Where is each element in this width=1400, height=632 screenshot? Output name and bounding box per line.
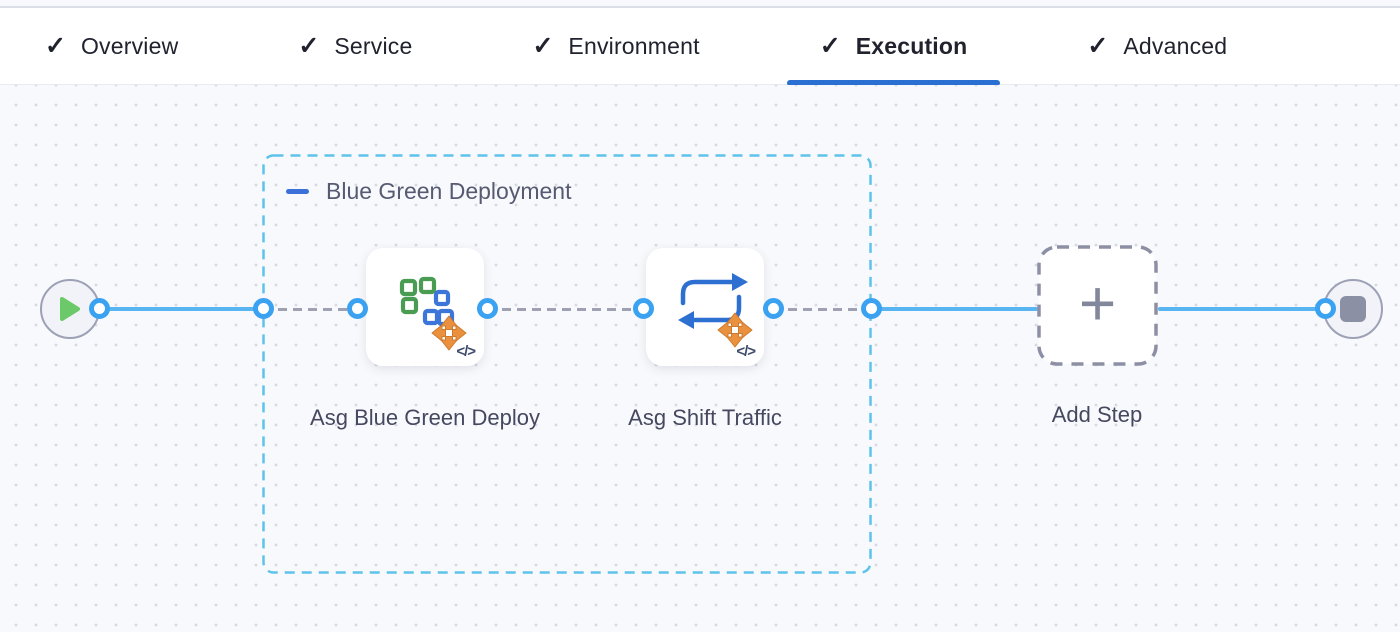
tab-advanced[interactable]: ✓ Advanced xyxy=(1054,8,1260,84)
tab-label: Execution xyxy=(855,32,968,59)
add-step-dashed-border xyxy=(1037,245,1158,366)
check-icon: ✓ xyxy=(532,31,554,60)
edge-step1-to-step2 xyxy=(487,308,643,311)
port-group-out[interactable] xyxy=(860,298,882,319)
check-icon: ✓ xyxy=(819,31,841,60)
collapse-minus-icon[interactable] xyxy=(286,189,309,194)
plus-icon: + xyxy=(1078,266,1117,339)
tab-label: Overview xyxy=(80,32,179,59)
step-label-asg-blue-green-deploy: Asg Blue Green Deploy xyxy=(310,405,540,430)
edge-group-to-step1 xyxy=(263,308,357,311)
port-step1-out[interactable] xyxy=(476,298,498,319)
group-header: Blue Green Deployment xyxy=(286,178,571,205)
active-tab-underline xyxy=(786,80,1001,86)
asg-blue-green-deploy-icon xyxy=(399,276,467,351)
tab-overview[interactable]: ✓ Overview xyxy=(12,8,211,84)
edge-start-to-group xyxy=(99,307,263,311)
code-icon: </> xyxy=(456,343,476,360)
step-label-asg-shift-traffic: Asg Shift Traffic xyxy=(628,405,782,430)
stop-icon xyxy=(1340,296,1366,322)
port-step2-out[interactable] xyxy=(762,298,784,319)
check-icon: ✓ xyxy=(298,31,320,60)
edge-group-to-addstep xyxy=(871,307,1038,311)
group-dashed-border xyxy=(262,154,872,574)
edge-step2-to-group xyxy=(773,308,871,311)
port-start-out[interactable] xyxy=(88,298,110,319)
check-icon: ✓ xyxy=(1087,31,1109,60)
wizard-tab-bar: ✓ Overview ✓ Service ✓ Environment ✓ Exe… xyxy=(0,8,1400,86)
port-step2-in[interactable] xyxy=(632,298,654,319)
tab-label: Environment xyxy=(568,32,700,59)
play-icon xyxy=(60,297,80,321)
tab-service[interactable]: ✓ Service xyxy=(265,8,445,84)
port-group-in[interactable] xyxy=(252,298,274,319)
step-node-asg-blue-green-deploy[interactable]: </> xyxy=(366,248,484,366)
step-group-blue-green-deployment: Blue Green Deployment xyxy=(262,154,872,574)
edge-addstep-to-end xyxy=(1158,307,1325,311)
check-icon: ✓ xyxy=(45,31,66,60)
tab-execution[interactable]: ✓ Execution xyxy=(786,8,1001,86)
port-step1-in[interactable] xyxy=(346,298,368,319)
start-node xyxy=(40,279,100,339)
code-icon: </> xyxy=(736,343,756,360)
tab-label: Service xyxy=(334,32,413,59)
asg-shift-traffic-icon xyxy=(678,273,753,348)
execution-graph-canvas[interactable]: Blue Green Deployment xyxy=(0,85,1400,629)
add-step-label: Add Step xyxy=(1051,402,1143,427)
top-strip xyxy=(0,0,1400,8)
port-end-in[interactable] xyxy=(1314,298,1336,319)
tab-label: Advanced xyxy=(1123,32,1228,59)
step-node-asg-shift-traffic[interactable]: </> xyxy=(646,248,764,366)
group-label: Blue Green Deployment xyxy=(326,178,572,204)
tab-environment[interactable]: ✓ Environment xyxy=(499,8,732,84)
add-step-node[interactable]: + xyxy=(1037,245,1158,366)
